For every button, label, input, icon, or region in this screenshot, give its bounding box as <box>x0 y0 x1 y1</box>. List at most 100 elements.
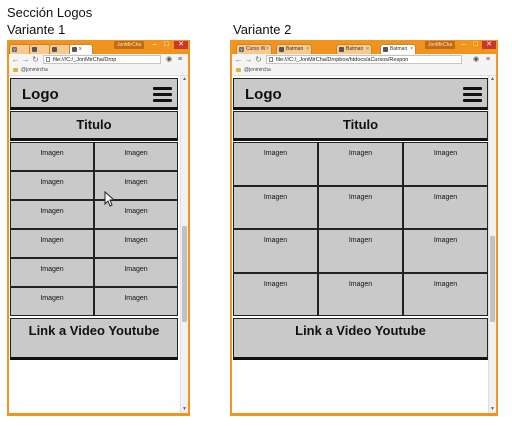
close-button[interactable]: ✕ <box>174 41 188 49</box>
image-placeholder: Imagen <box>233 272 318 316</box>
profile-badge[interactable]: JonMirCha <box>425 41 456 49</box>
maximize-button[interactable]: □ <box>164 41 169 48</box>
image-placeholder: Imagen <box>403 142 488 186</box>
batman-favicon-icon <box>32 47 37 52</box>
image-placeholder: Imagen <box>318 229 403 273</box>
image-placeholder: Imagen <box>318 185 403 229</box>
page-title: Titulo <box>233 111 488 141</box>
batman-favicon-icon <box>339 47 344 52</box>
site-header: Logo <box>10 78 178 110</box>
image-placeholder: Imagen <box>403 185 488 229</box>
image-placeholder: Imagen <box>94 287 178 316</box>
profile-badge[interactable]: JonMirCha <box>114 41 145 49</box>
maximize-button[interactable]: □ <box>473 41 478 48</box>
extension-icon[interactable]: ◉ <box>472 56 480 63</box>
address-bar[interactable]: file:///C:/_JonMirCha/Dropbox/htdocs/aCu… <box>266 55 462 64</box>
image-placeholder: Imagen <box>233 185 318 229</box>
tab-3[interactable]: Batman× <box>336 44 372 54</box>
y-favicon-icon: Y <box>12 47 17 52</box>
tab-4-active[interactable]: x <box>69 44 93 54</box>
tab-close-icon[interactable]: × <box>366 46 369 52</box>
image-placeholder: Imagen <box>403 229 488 273</box>
variant-1-label: Variante 1 <box>7 22 66 37</box>
title-bar: JonMirCha – □ ✕ <box>7 40 190 51</box>
menu-icon[interactable]: ≡ <box>177 56 183 63</box>
image-placeholder: Imagen <box>94 258 178 287</box>
minimize-button[interactable]: – <box>461 41 466 48</box>
scroll-thumb[interactable] <box>182 226 187 322</box>
close-button[interactable]: ✕ <box>482 41 496 49</box>
bookmark-item[interactable]: @jonmircha <box>21 67 48 73</box>
file-icon <box>46 57 50 62</box>
logo[interactable]: Logo <box>22 86 59 103</box>
folder-icon <box>236 68 241 72</box>
image-placeholder: Imagen <box>10 229 94 258</box>
tab-3[interactable] <box>49 44 71 54</box>
bookmarks-bar: @jonmircha <box>9 66 188 76</box>
vertical-scrollbar[interactable]: ▲ ▼ <box>180 76 188 413</box>
page-title: Titulo <box>10 111 178 141</box>
tab-2[interactable] <box>29 44 51 54</box>
hamburger-menu-icon[interactable] <box>153 87 172 102</box>
youtube-link[interactable]: Link a Video Youtube <box>10 318 178 360</box>
y-favicon-icon: Y <box>239 47 244 52</box>
vertical-scrollbar[interactable]: ▲ ▼ <box>488 76 496 413</box>
image-placeholder: Imagen <box>10 258 94 287</box>
image-placeholder: Imagen <box>233 229 318 273</box>
batman-favicon-icon <box>72 47 77 52</box>
forward-arrow-icon[interactable]: → <box>244 55 253 64</box>
browser-window-variant-1: JonMirCha – □ ✕ Y x ← → ↻ file:///C:/_Jo… <box>7 40 190 416</box>
mouse-cursor-icon <box>104 191 116 207</box>
image-placeholder: Imagen <box>318 272 403 316</box>
scroll-up-arrow-icon[interactable]: ▲ <box>182 76 187 82</box>
batman-favicon-icon <box>279 47 284 52</box>
hamburger-menu-icon[interactable] <box>463 87 482 102</box>
reload-icon[interactable]: ↻ <box>255 55 262 64</box>
tab-strip: Y x <box>9 44 130 54</box>
nav-toolbar: ← → ↻ file:///C:/_JonMirCha/Dropbox/htdo… <box>232 54 496 67</box>
tab-2[interactable]: Batman× <box>276 44 312 54</box>
image-placeholder: Imagen <box>318 142 403 186</box>
section-title: Sección Logos <box>7 5 93 20</box>
forward-arrow-icon[interactable]: → <box>21 55 30 64</box>
image-placeholder: Imagen <box>94 142 178 171</box>
tab-4-active[interactable]: Batman× <box>380 44 416 54</box>
image-placeholder: Imagen <box>10 142 94 171</box>
reload-icon[interactable]: ↻ <box>32 55 39 64</box>
bookmarks-bar: @jonmircha <box>232 66 496 76</box>
extension-icon[interactable]: ◉ <box>165 56 173 63</box>
tab-close-icon[interactable]: × <box>266 46 269 52</box>
minimize-button[interactable]: – <box>152 41 157 48</box>
youtube-link[interactable]: Link a Video Youtube <box>233 318 488 360</box>
image-placeholder: Imagen <box>10 200 94 229</box>
site-header: Logo <box>233 78 488 110</box>
tab-1[interactable]: Y <box>9 44 31 54</box>
image-placeholder: Imagen <box>403 272 488 316</box>
scroll-thumb[interactable] <box>490 236 495 322</box>
tab-close-icon[interactable]: × <box>410 46 413 52</box>
back-arrow-icon[interactable]: ← <box>234 55 243 64</box>
image-placeholder: Imagen <box>10 287 94 316</box>
variant-2-label: Variante 2 <box>233 22 292 37</box>
address-bar[interactable]: file:///C:/_JonMirCha/Drop <box>43 55 161 64</box>
image-placeholder: Imagen <box>10 171 94 200</box>
title-bar: JonMirCha – □ ✕ <box>230 40 498 51</box>
folder-icon <box>13 68 18 72</box>
scroll-down-arrow-icon[interactable]: ▼ <box>182 406 187 412</box>
image-placeholder: Imagen <box>233 142 318 186</box>
batman-favicon-icon <box>52 47 57 52</box>
back-arrow-icon[interactable]: ← <box>11 55 20 64</box>
menu-icon[interactable]: ≡ <box>485 56 491 63</box>
bookmark-item[interactable]: @jonmircha <box>244 67 271 73</box>
logo[interactable]: Logo <box>245 86 282 103</box>
scroll-down-arrow-icon[interactable]: ▼ <box>490 406 495 412</box>
tab-close-icon[interactable]: × <box>306 46 309 52</box>
scroll-up-arrow-icon[interactable]: ▲ <box>490 76 495 82</box>
